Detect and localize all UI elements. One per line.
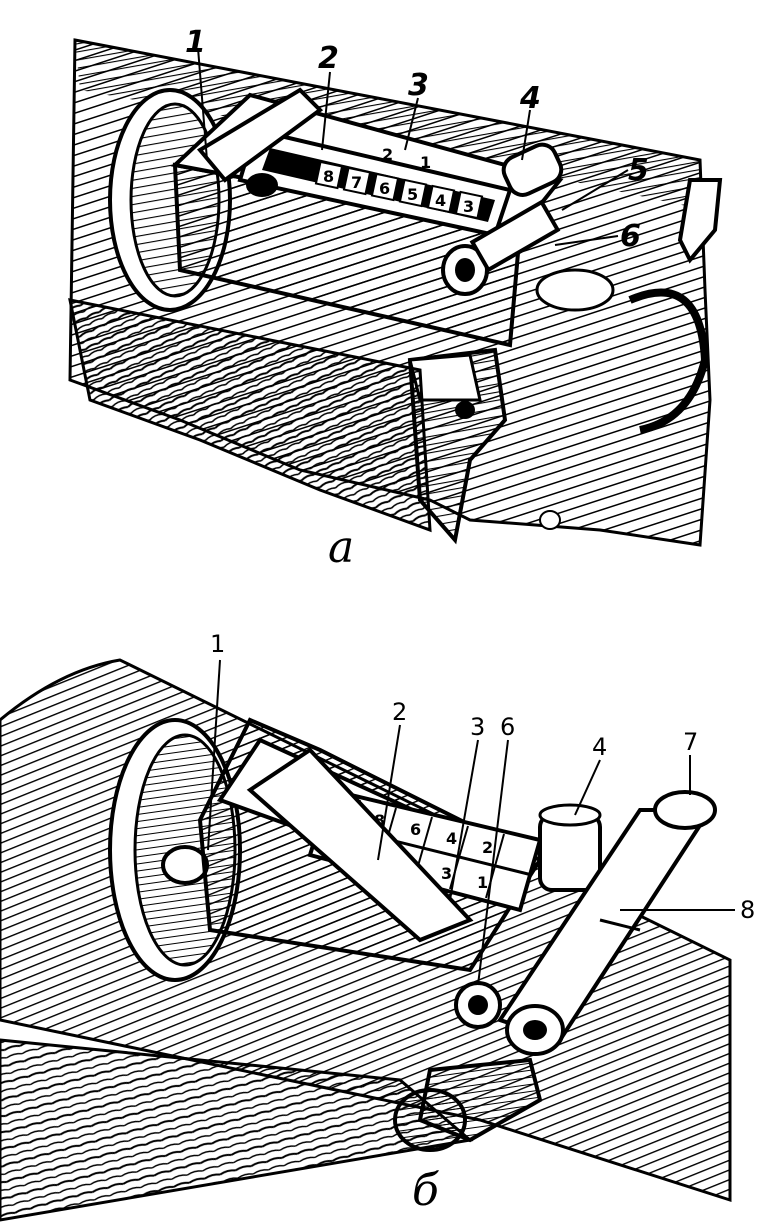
callout-6: 6 [620,219,641,254]
windage-knob [441,142,564,296]
scale-mark: 2 [382,145,393,164]
callout-3: 3 [408,68,429,103]
callout-1: 1 [210,630,225,658]
callout-leaders-b [207,659,735,986]
sight-clamp [196,87,324,197]
wooden-stock [68,298,432,533]
scale-mark-bottom: 1 [477,873,488,892]
callout-5: 5 [628,153,649,188]
scale-mark-top: 6 [410,820,421,839]
callout-1: 1 [185,25,206,60]
callout-6: 6 [500,713,515,741]
callout-4: 4 [519,81,541,116]
scale-mark: 1 [420,153,431,172]
panel-label-b: б [412,1165,439,1216]
scale-mark: 8 [323,167,334,186]
rear-sight-illustration-a: 8 7 6 5 4 3 2 1 [68,25,723,573]
callout-2: 2 [318,41,339,76]
scale-mark: 4 [435,191,446,210]
panel-label-a: а [328,522,354,573]
callout-8: 8 [740,896,755,924]
range-scale-a: 8 7 6 5 4 3 2 1 [314,145,484,220]
callout-3: 3 [470,713,485,741]
figure-panel-a: 8 7 6 5 4 3 2 1 [0,0,777,580]
callout-leaders-a [197,47,629,246]
windage-screw [496,790,717,1056]
sight-clamp-b [246,747,502,1029]
barrel-ring [535,178,723,530]
figure-panel-b: 10 8 6 4 2 9 7 5 3 1 [0,600,777,1227]
scale-mark-top: 2 [482,838,493,857]
scale-mark: 7 [351,173,362,192]
lock-block [407,347,508,545]
callout-2: 2 [392,698,407,726]
windage-drum [538,803,602,892]
scale-mark: 6 [379,179,390,198]
rear-sight-illustration-b: 10 8 6 4 2 9 7 5 3 1 [0,630,755,1222]
scale-mark-bottom: 3 [441,864,452,883]
scale-mark: 5 [407,185,418,204]
scale-mark: 3 [463,197,474,216]
callout-4: 4 [592,733,607,761]
lock-block-b [393,1057,543,1152]
scale-mark-top: 8 [374,811,385,830]
scale-mark-top: 4 [446,829,457,848]
callout-7: 7 [683,728,698,756]
